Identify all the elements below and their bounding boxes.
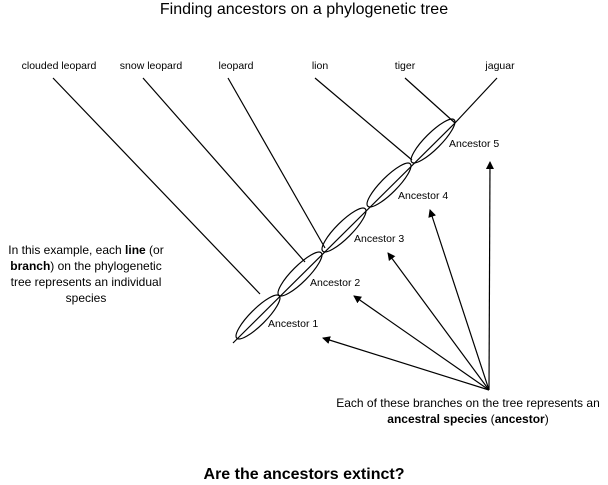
diagram-title: Finding ancestors on a phylogenetic tree	[159, 1, 449, 18]
species-label-lion: lion	[311, 60, 329, 72]
arrow-to-ancestor-4	[428, 209, 490, 391]
branch-snow-leopard	[142, 77, 306, 263]
branch-leopard	[227, 77, 326, 249]
ancestor-oval-4	[366, 162, 412, 208]
ancestor-label-4: Ancestor 4	[398, 190, 449, 202]
ancestor-oval-5	[410, 118, 456, 164]
species-label-jaguar: jaguar	[485, 60, 515, 72]
species-label-clouded-leopard: clouded leopard	[21, 60, 97, 72]
ancestor-label-1: Ancestor 1	[268, 318, 319, 330]
question-heading: Are the ancestors extinct?	[203, 466, 405, 483]
ancestor-explanation-note: Each of these branches on the tree repre…	[336, 396, 600, 426]
ancestor-label-2: Ancestor 2	[310, 277, 361, 289]
ancestor-oval-3	[321, 207, 367, 253]
branch-jaguar	[454, 77, 498, 124]
arrow-to-ancestor-1	[322, 336, 490, 391]
arrow-to-ancestor-5	[485, 161, 494, 391]
species-label-leopard: leopard	[218, 60, 254, 72]
arrow-to-ancestor-3	[387, 252, 490, 391]
species-label-snow-leopard: snow leopard	[119, 60, 183, 72]
branch-lion	[314, 77, 413, 161]
ancestor-oval-2	[277, 251, 323, 297]
branch-clouded-leopard	[52, 77, 261, 295]
branch-tiger	[404, 77, 456, 124]
arrow-to-ancestor-2	[353, 295, 490, 391]
branch-explanation-note: In this example, each line (or branch) o…	[8, 243, 164, 305]
species-label-tiger: tiger	[394, 60, 416, 72]
trunk-line	[232, 122, 456, 344]
ancestor-label-3: Ancestor 3	[354, 233, 405, 245]
ancestor-label-5: Ancestor 5	[449, 138, 500, 150]
